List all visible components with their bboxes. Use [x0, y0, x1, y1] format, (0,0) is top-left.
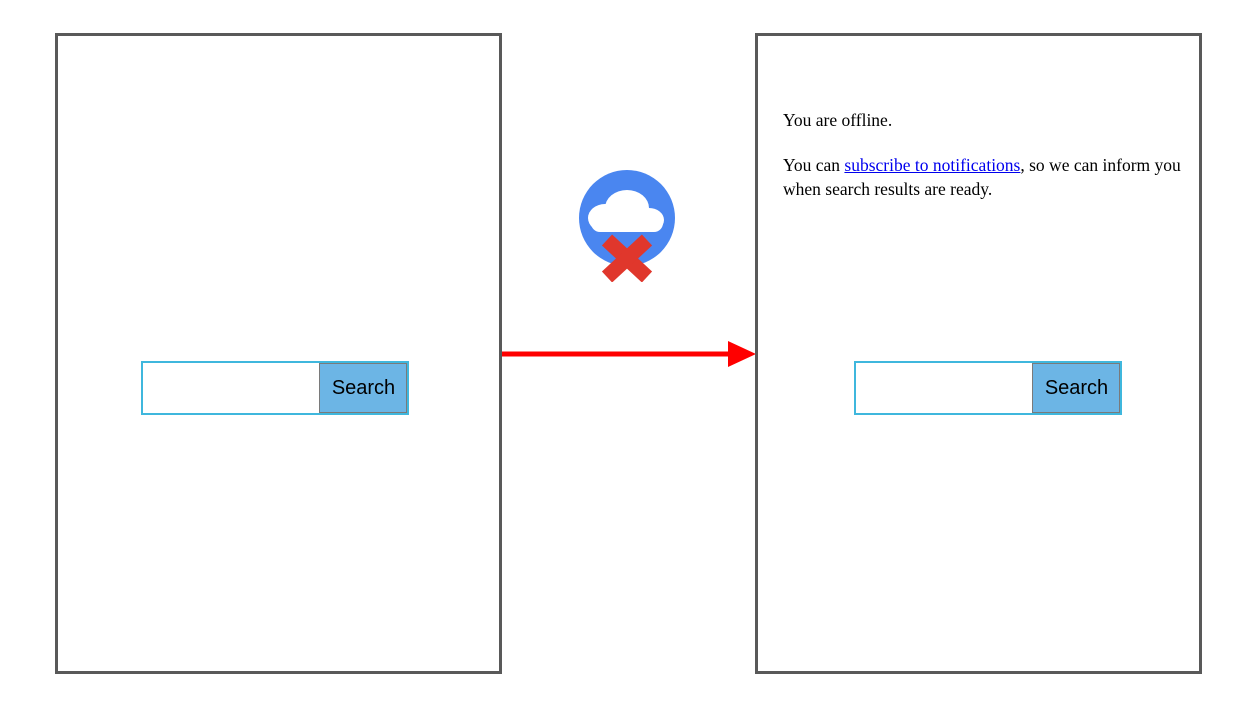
- subscribe-message-text: You can subscribe to notifications, so w…: [783, 153, 1181, 201]
- subscribe-message-prefix: You can: [783, 155, 845, 175]
- after-state-panel: You are offline. You can subscribe to no…: [755, 33, 1202, 674]
- search-button[interactable]: Search: [1032, 363, 1120, 413]
- search-input[interactable]: [856, 363, 1032, 413]
- before-state-panel: Search: [55, 33, 502, 674]
- right-arrow-icon: [502, 341, 756, 367]
- offline-status-text: You are offline.: [783, 110, 893, 130]
- subscribe-message-suffix: , so we can inform you when search resul…: [783, 155, 1181, 199]
- offline-message-block: You are offline. You can subscribe to no…: [783, 108, 1181, 201]
- cloud-offline-icon: [579, 170, 675, 282]
- search-bar[interactable]: Search: [141, 361, 409, 415]
- search-button[interactable]: Search: [319, 363, 407, 413]
- subscribe-to-notifications-link[interactable]: subscribe to notifications: [844, 155, 1021, 175]
- search-bar[interactable]: Search: [854, 361, 1122, 415]
- search-input[interactable]: [143, 363, 319, 413]
